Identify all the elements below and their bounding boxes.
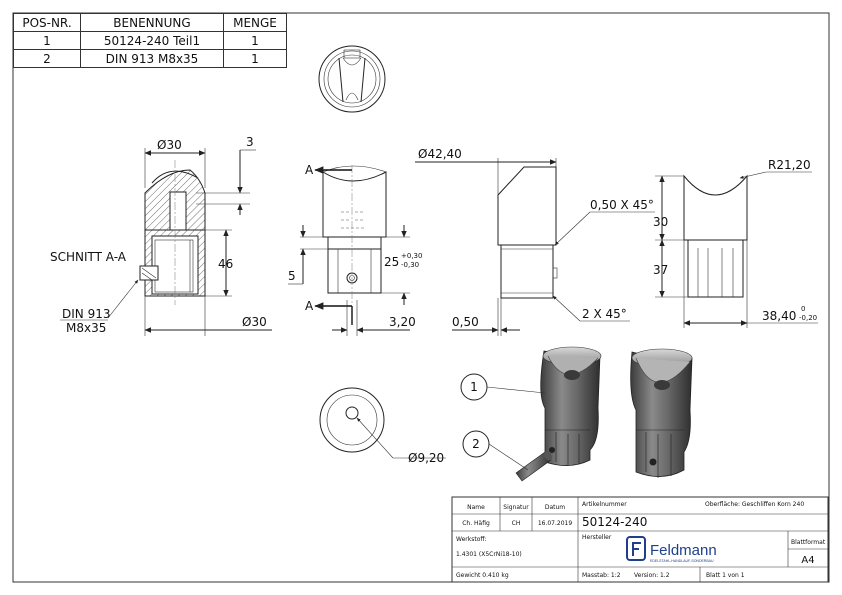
top-view	[318, 45, 386, 113]
tol-minus-030: -0,30	[401, 261, 419, 269]
tb-material: 1.4301 (X5CrNi18-10)	[456, 551, 522, 558]
tol-minus-020: -0,20	[799, 314, 817, 322]
tb-weight: Gewicht 0.410 kg	[456, 572, 509, 579]
dim-diameter-42-40: Ø42,40	[418, 147, 462, 161]
dim-three-twenty: 3,20	[389, 315, 416, 329]
tb-scale: Masstab: 1:2	[582, 572, 621, 579]
isometric-part-2	[630, 348, 693, 478]
tb-header-signatur: Signatur	[503, 504, 529, 511]
side-view: Ø42,40 0,50 X 45° 2 X 45° 0,50	[415, 147, 655, 336]
section-view-a-a: Ø30 3 46 Ø30 SCHNITT A-A DIN 913 M8x35	[50, 135, 272, 336]
isometric-part-1	[540, 346, 602, 466]
dim-five: 5	[288, 269, 296, 283]
tb-sheet-number: Blatt 1 von 1	[706, 572, 745, 579]
dim-three: 3	[246, 135, 254, 149]
grub-screw-iso	[515, 451, 553, 482]
bom-cell: DIN 913 M8x35	[80, 49, 224, 68]
tb-name: Ch. Häfig	[462, 520, 490, 527]
tol-zero: 0	[801, 305, 805, 313]
dim-forty-six: 46	[218, 257, 233, 271]
section-arrow-label-top: A	[305, 163, 314, 177]
dim-thirty-eight-40: 38,40	[762, 309, 796, 323]
dim-chamfer-050: 0,50 X 45°	[590, 198, 654, 212]
title-block: Name Signatur Datum Artikelnummer Oberfl…	[451, 496, 829, 583]
dim-zero-fifty: 0,50	[452, 315, 479, 329]
right-view: R21,20 30 37 38,40 0 -0,20	[653, 158, 818, 328]
tb-surface: Oberfläche: Geschliffen Korn 240	[705, 501, 804, 508]
dim-thirty-seven: 37	[653, 263, 668, 277]
tol-plus-030: +0,30	[401, 252, 422, 260]
balloon-1: 1	[460, 373, 546, 401]
dim-diameter-9-20: Ø9,20	[408, 451, 444, 465]
dim-thirty: 30	[653, 215, 668, 229]
tb-version: Version: 1.2	[634, 572, 670, 579]
tb-datum: 16.07.2019	[538, 520, 573, 527]
parts-list-table: POS-NR. BENENNUNG MENGE 1 50124-240 Teil…	[13, 13, 287, 68]
callout-din913: DIN 913	[62, 307, 110, 321]
balloon-1-label: 1	[470, 380, 478, 394]
tb-signatur: CH	[512, 520, 521, 527]
balloon-2: 2	[462, 430, 529, 471]
tb-header-datum: Datum	[545, 504, 565, 511]
section-label: SCHNITT A-A	[50, 250, 127, 264]
logo-subtext: EDELSTAHL-HANDLAUF-SONDERBAU	[650, 559, 714, 563]
dim-diameter-30-bottom: Ø30	[242, 315, 267, 329]
tb-header-artikel: Artikelnummer	[582, 501, 627, 508]
feldmann-logo: Feldmann EDELSTAHL-HANDLAUF-SONDERBAU	[626, 536, 717, 563]
front-view: A A 5 25 +0,30 -0,30 3,20	[288, 163, 422, 336]
bom-cell: 2	[13, 49, 81, 68]
section-arrow-label-bottom: A	[305, 299, 314, 313]
tb-article-number: 50124-240	[582, 515, 647, 529]
bottom-view: Ø9,20	[319, 387, 446, 465]
tb-header-material: Werkstoff:	[456, 536, 487, 543]
dim-twenty-five: 25	[384, 255, 399, 269]
balloon-2-label: 2	[472, 437, 480, 451]
dim-chamfer-2x45: 2 X 45°	[582, 307, 627, 321]
tb-header-sheet-format: Blattformat	[791, 539, 826, 546]
logo-text: Feldmann	[650, 542, 717, 559]
tb-header-manufacturer: Hersteller	[582, 534, 612, 541]
bom-cell: 1	[223, 49, 287, 68]
callout-m8x35: M8x35	[66, 321, 106, 335]
drawing-frame	[12, 12, 830, 583]
tb-sheet-format: A4	[801, 555, 814, 566]
dim-diameter-30-top: Ø30	[157, 138, 182, 152]
parts-list-row: 2 DIN 913 M8x35 1	[13, 49, 287, 68]
tb-header-name: Name	[467, 504, 485, 511]
dim-radius-21-20: R21,20	[768, 158, 811, 172]
